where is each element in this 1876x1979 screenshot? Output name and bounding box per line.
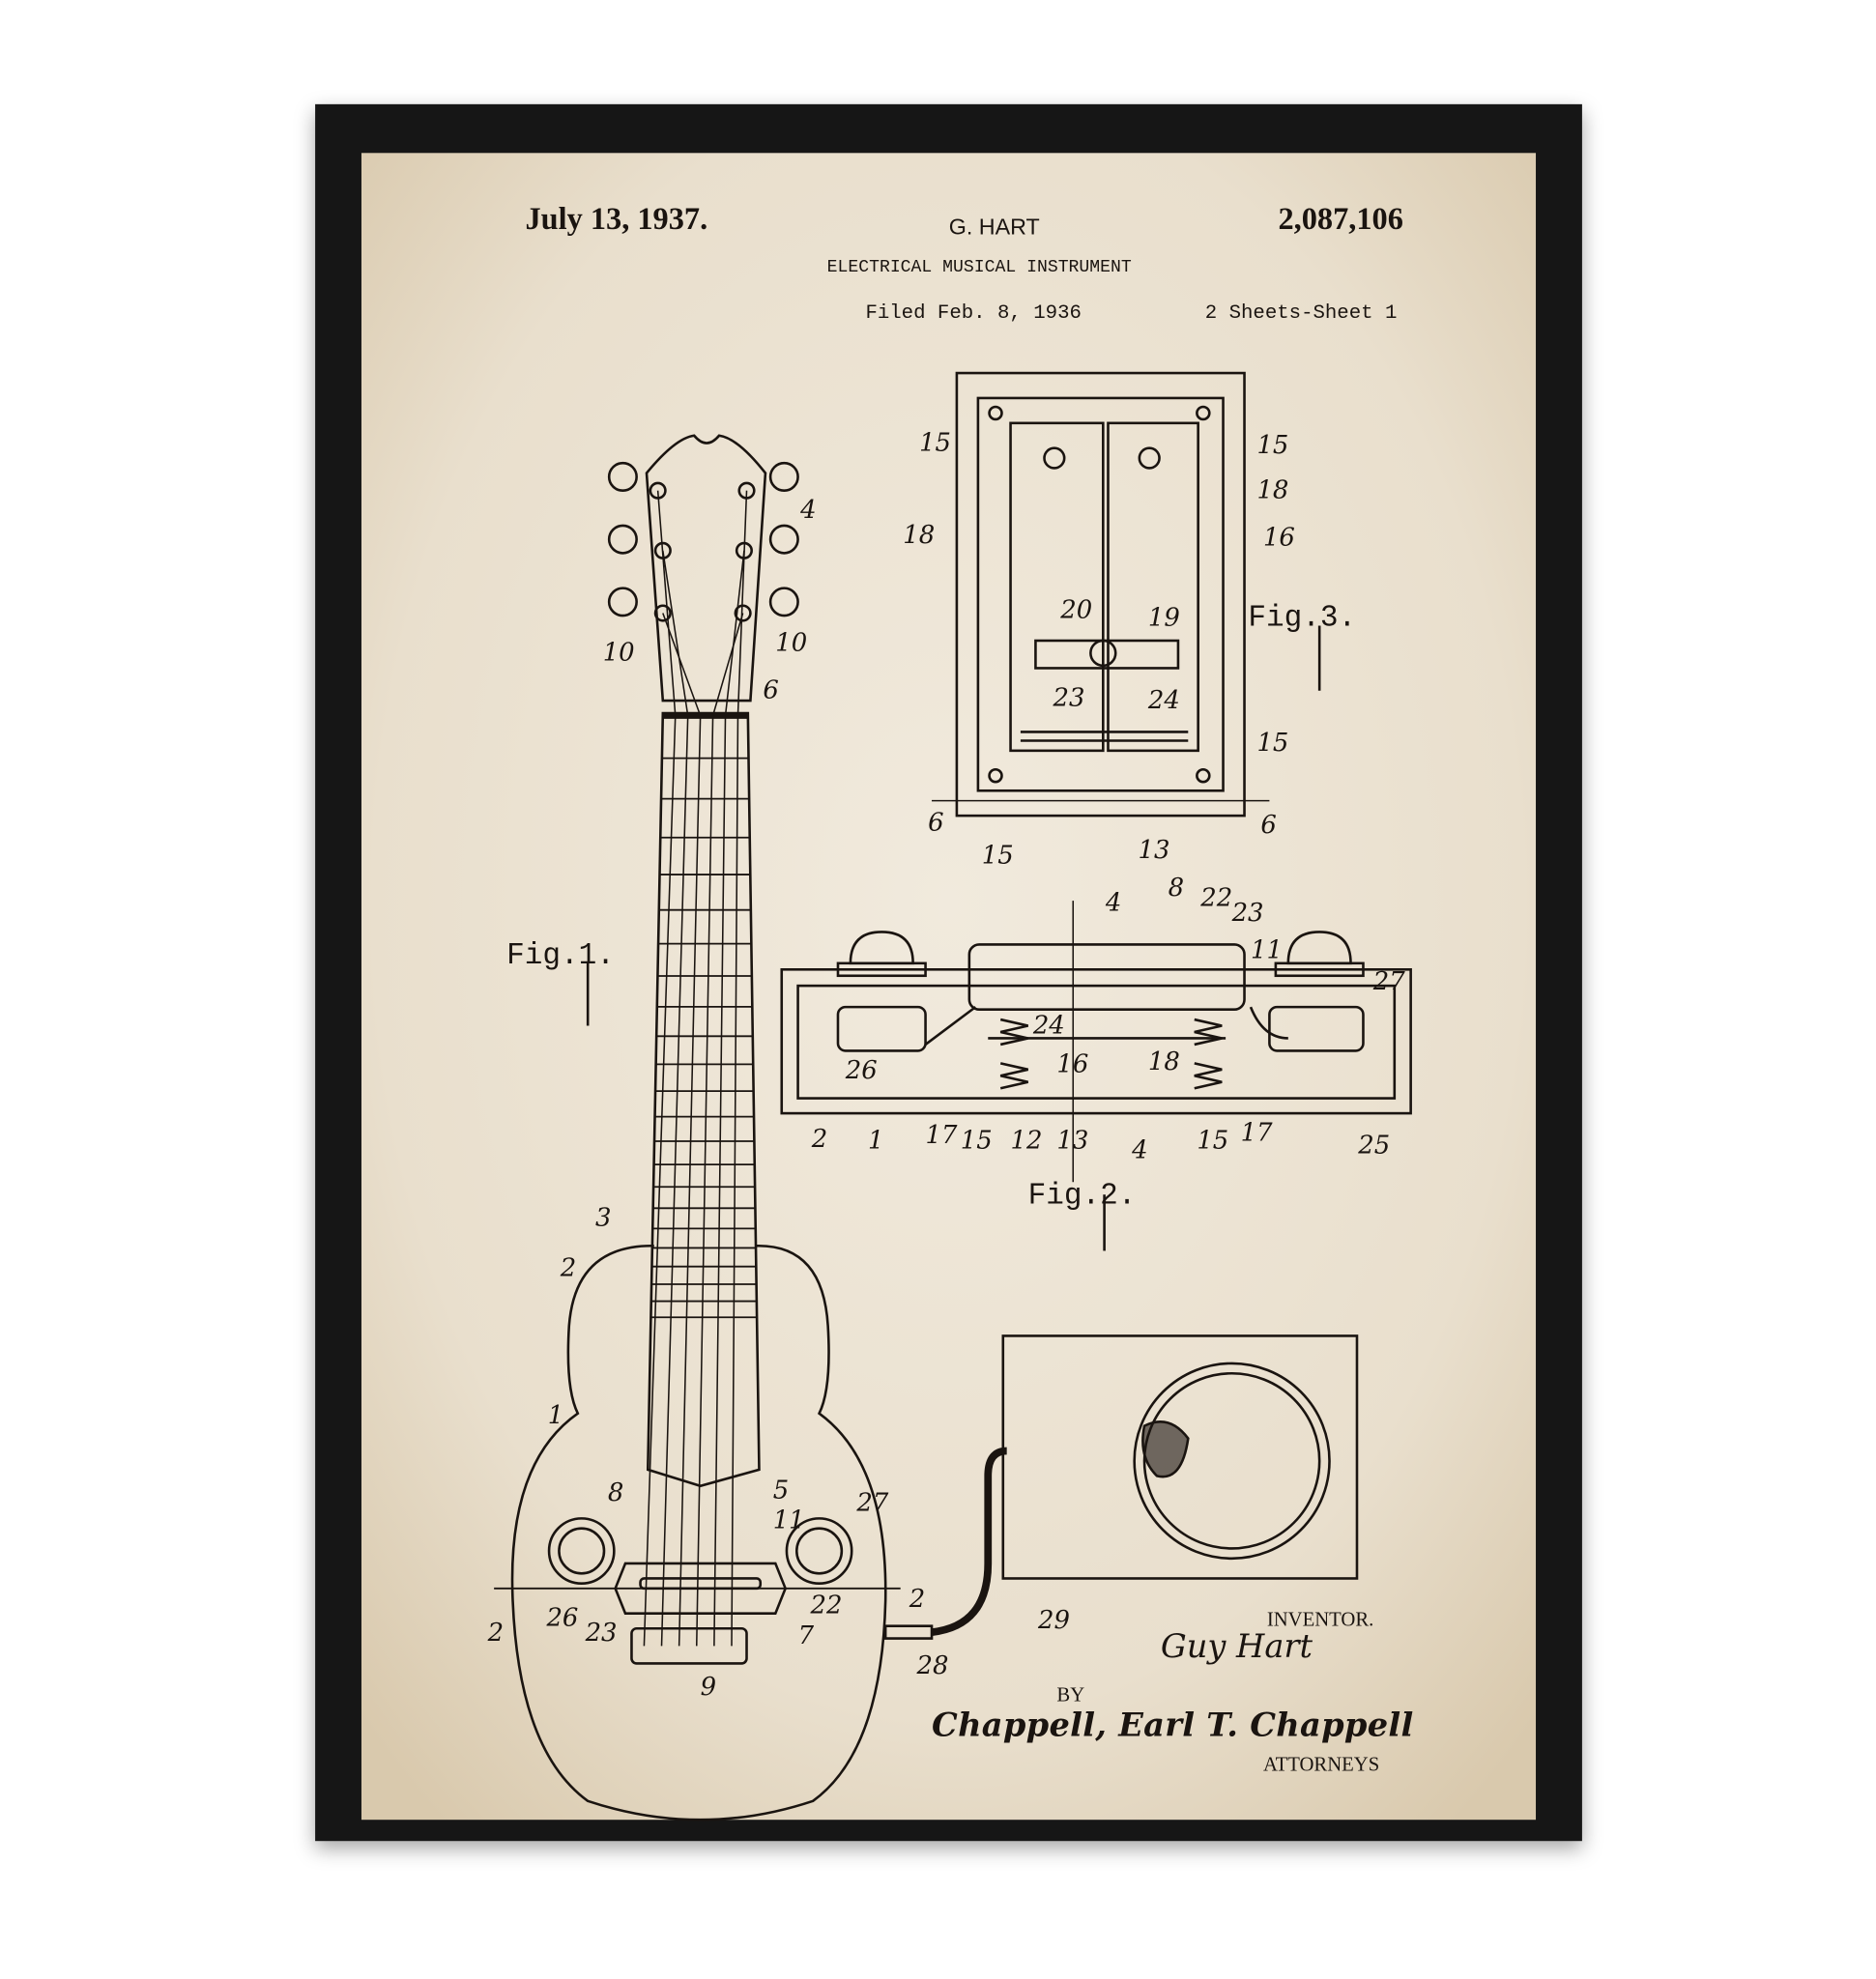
ref-numeral: 15 (982, 841, 1014, 870)
reference-numerals: 4 10 10 6 3 2 1 8 5 27 11 26 23 22 7 9 2… (487, 428, 1406, 1702)
ref-numeral: 6 (928, 809, 943, 838)
guitar-string (662, 613, 702, 1647)
ref-numeral: 2 (811, 1125, 827, 1154)
guitar-string (643, 490, 677, 1647)
ref-numeral: 4 (1131, 1136, 1147, 1165)
fig2-title: Fig.2. (1028, 1179, 1137, 1213)
ref-numeral: 6 (1260, 811, 1276, 840)
ref-numeral: 17 (926, 1121, 958, 1150)
ref-numeral: 25 (1357, 1132, 1390, 1161)
ref-numeral: 17 (1241, 1119, 1273, 1148)
ref-numeral: 6 (763, 675, 778, 704)
patent-title: ELECTRICAL MUSICAL INSTRUMENT (827, 258, 1132, 277)
inventor-signature: Guy Hart (1161, 1627, 1313, 1665)
ref-numeral: 4 (1105, 888, 1121, 917)
guitar-string (660, 550, 689, 1647)
guitar-string (731, 490, 748, 1647)
ref-numeral: 2 (487, 1619, 504, 1648)
ref-numeral: 24 (1032, 1011, 1065, 1040)
sheet-count: 2 Sheets-Sheet 1 (1205, 302, 1398, 325)
filed-date: Filed Feb. 8, 1936 (865, 302, 1081, 325)
ref-numeral: 13 (1139, 836, 1170, 865)
ref-numeral: 23 (585, 1619, 618, 1648)
inventor-label: INVENTOR. (1267, 1610, 1374, 1631)
ref-numeral: 18 (903, 521, 935, 550)
ref-numeral: 23 (1231, 899, 1264, 928)
ref-numeral: 1 (868, 1126, 883, 1155)
ref-numeral: 11 (1251, 936, 1283, 965)
amplifier-drawing (1001, 1334, 1359, 1580)
ref-numeral: 16 (1056, 1049, 1088, 1078)
ref-numeral: 24 (1147, 686, 1180, 715)
ref-numeral: 4 (799, 496, 816, 525)
by-label: BY (1056, 1684, 1084, 1706)
ref-numeral: 16 (1263, 524, 1295, 553)
ref-numeral: 22 (810, 1592, 843, 1620)
ref-numeral: 8 (608, 1478, 623, 1507)
guitar-drawing (607, 434, 799, 1488)
guitar-frets (650, 757, 758, 1319)
attorney-signature: Chappell, Earl T. Chappell (932, 1706, 1413, 1744)
ref-numeral: 11 (773, 1506, 805, 1535)
ref-numeral: 2 (909, 1585, 925, 1614)
ref-numeral: 10 (603, 639, 635, 668)
fig2-section-drawing (780, 901, 1412, 1183)
ref-numeral: 7 (798, 1621, 815, 1650)
guitar-body (494, 1244, 1007, 1821)
ref-numeral: 13 (1056, 1126, 1088, 1155)
ref-numeral: 5 (773, 1477, 789, 1506)
fig3-title: Fig.3. (1248, 601, 1356, 635)
ref-numeral: 8 (1169, 874, 1184, 903)
ref-numeral: 29 (1037, 1606, 1070, 1635)
ref-numeral: 15 (961, 1126, 993, 1155)
fig1-title: Fig.1. (506, 939, 615, 973)
ref-numeral: 9 (701, 1673, 716, 1702)
ref-numeral: 15 (919, 428, 951, 457)
ref-numeral: 23 (1053, 683, 1085, 712)
ref-numeral: 22 (1199, 883, 1232, 912)
ref-numeral: 15 (1256, 431, 1288, 460)
ref-numeral: 27 (1372, 967, 1405, 996)
ref-numeral: 19 (1148, 603, 1180, 632)
ref-numeral: 15 (1197, 1126, 1228, 1155)
ref-numeral: 26 (845, 1056, 878, 1085)
ref-numeral: 2 (560, 1253, 576, 1282)
ref-numeral: 1 (548, 1401, 563, 1430)
ref-numeral: 26 (545, 1604, 578, 1633)
ref-numeral: 20 (1059, 596, 1092, 625)
ref-numeral: 12 (1011, 1126, 1043, 1155)
ref-numeral: 15 (1256, 729, 1288, 758)
ref-numeral: 18 (1148, 1047, 1180, 1076)
fig3-pickup-drawing (932, 371, 1270, 817)
attorneys-label: ATTORNEYS (1263, 1755, 1379, 1776)
ref-numeral: 3 (595, 1204, 611, 1233)
patent-date: July 13, 1937. (525, 201, 707, 236)
patent-number: 2,087,106 (1278, 201, 1402, 236)
guitar-string (713, 550, 745, 1647)
ref-numeral: 18 (1256, 475, 1288, 504)
ref-numeral: 28 (916, 1651, 949, 1680)
guitar-strings (643, 490, 748, 1647)
inventor-name-header: G. HART (949, 214, 1040, 239)
ref-numeral: 10 (775, 628, 807, 657)
ref-numeral: 27 (855, 1489, 888, 1518)
